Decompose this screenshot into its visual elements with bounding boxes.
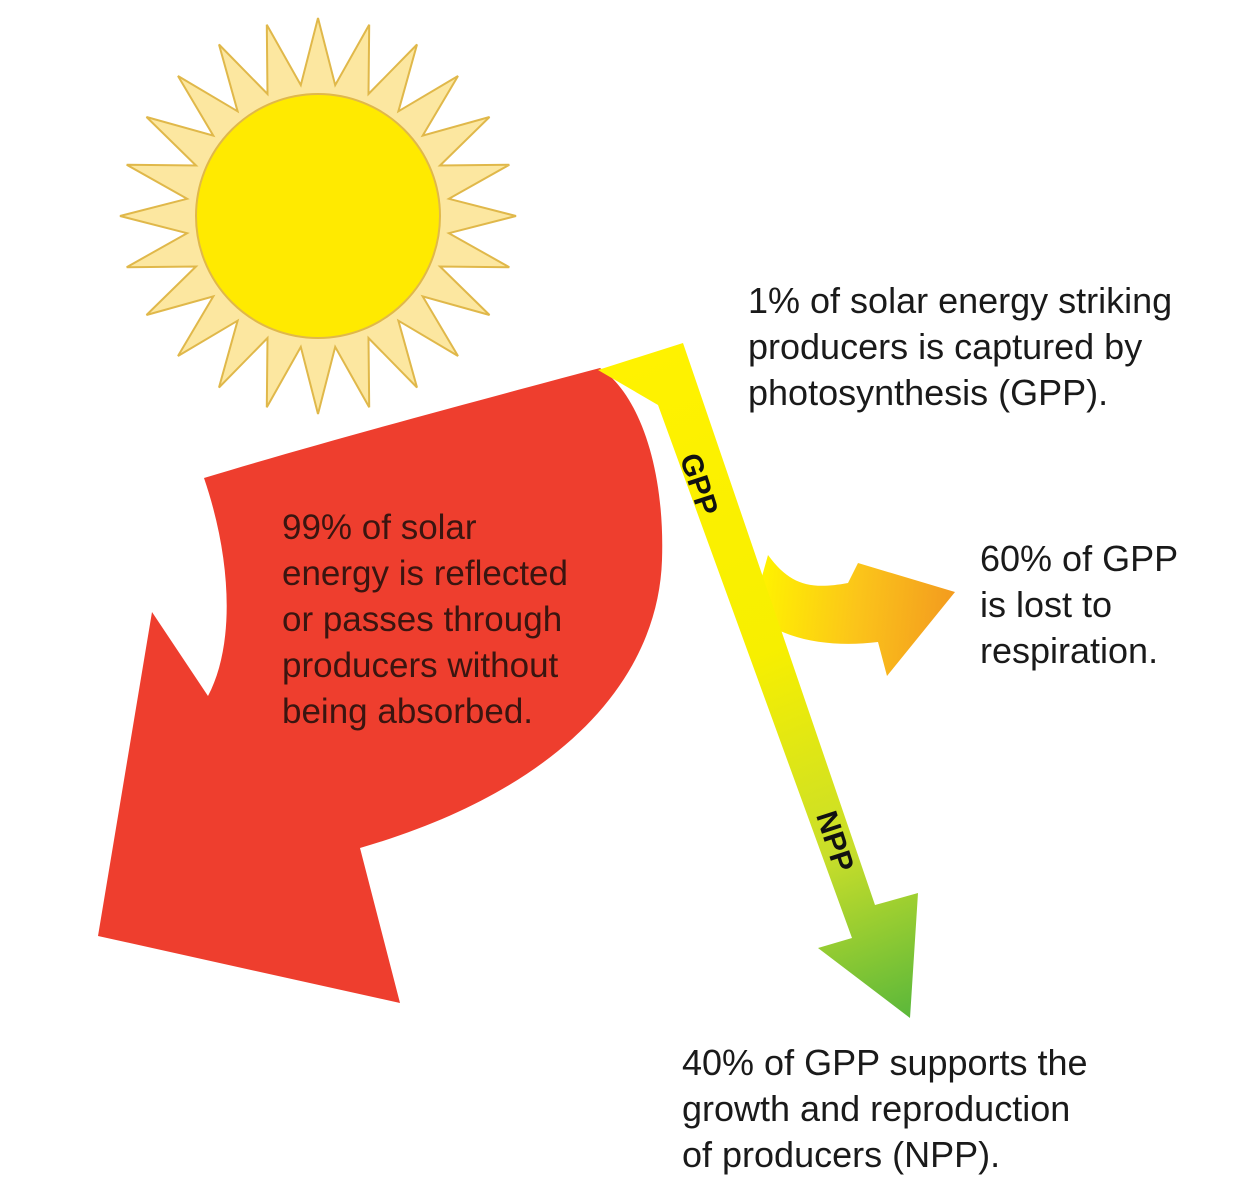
npp-label: NPP (809, 807, 859, 876)
caption-line: of producers (NPP). (682, 1134, 1001, 1175)
caption-line: photosynthesis (GPP). (748, 372, 1109, 413)
reflected-energy-caption: 99% of solar energy is reflected or pass… (282, 505, 568, 735)
caption-line: respiration. (980, 630, 1159, 671)
captured-energy-caption: 1% of solar energy striking producers is… (748, 278, 1172, 416)
caption-line: 40% of GPP supports the (682, 1042, 1088, 1083)
respiration-arrow (752, 555, 955, 676)
caption-line: or passes through (282, 600, 563, 639)
caption-line: 99% of solar (282, 508, 477, 547)
respiration-caption: 60% of GPP is lost to respiration. (980, 536, 1178, 674)
caption-line: 1% of solar energy striking (748, 280, 1173, 321)
caption-line: producers is captured by (748, 326, 1143, 367)
gpp-npp-arrow (598, 343, 918, 1018)
caption-line: being absorbed. (282, 692, 534, 731)
caption-line: producers without (282, 646, 559, 685)
caption-line: 60% of GPP (980, 538, 1179, 579)
sun-icon (119, 17, 517, 415)
caption-line: is lost to (980, 584, 1113, 625)
sun-disk (195, 93, 441, 339)
npp-growth-caption: 40% of GPP supports the growth and repro… (682, 1040, 1088, 1178)
caption-line: energy is reflected (282, 554, 568, 593)
caption-line: growth and reproduction (682, 1088, 1071, 1129)
reflected-energy-arrow (98, 368, 663, 1003)
